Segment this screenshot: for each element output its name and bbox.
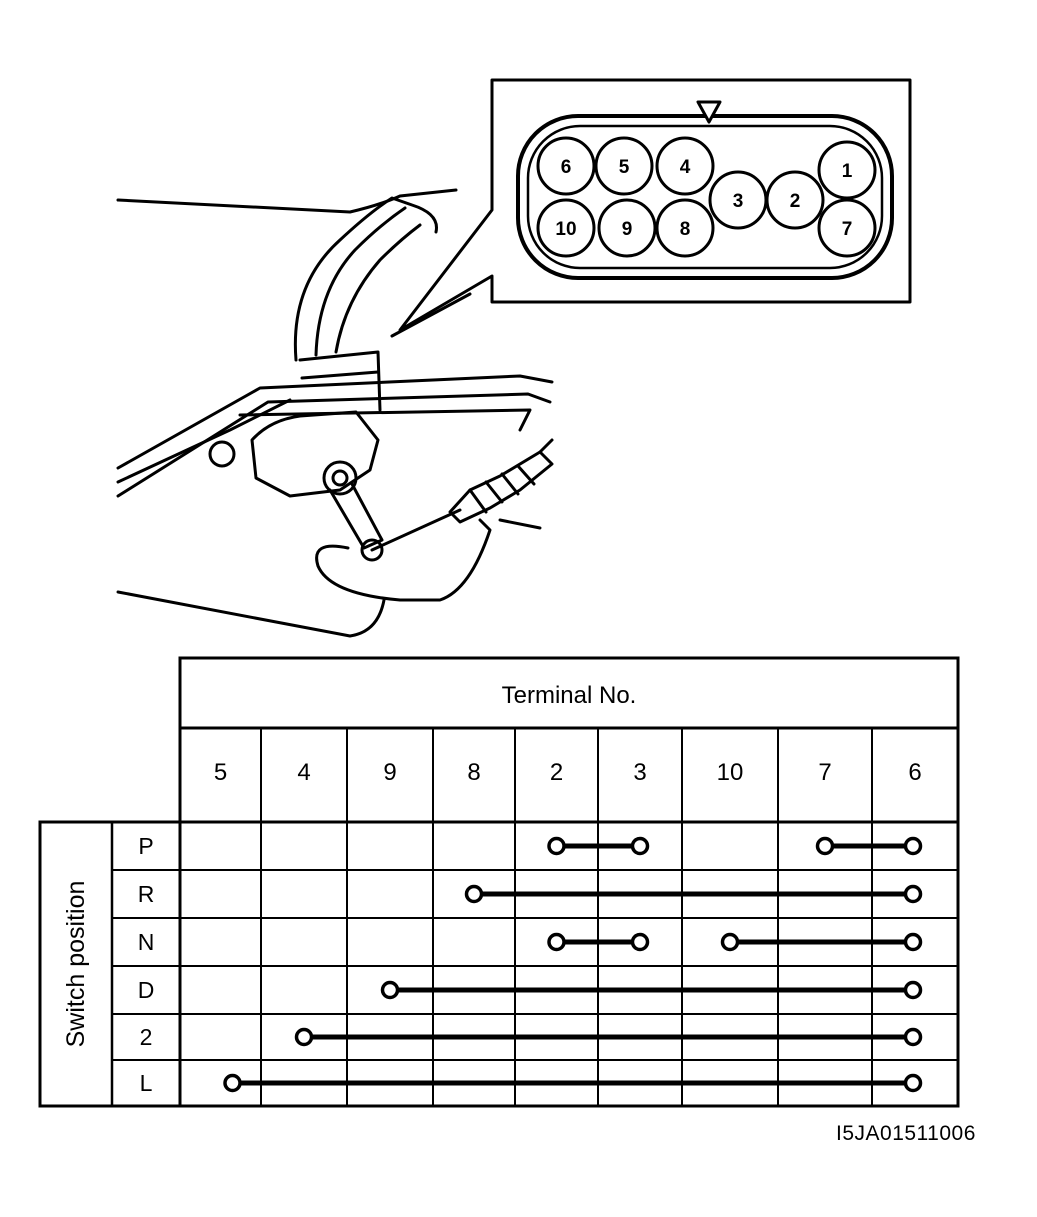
terminal-number: 4 — [297, 759, 310, 786]
position-label-2: 2 — [140, 1024, 153, 1050]
figure-code: I5JA01511006 — [836, 1122, 976, 1145]
connector-pin-1 — [817, 140, 877, 200]
connector-pin-label: 8 — [680, 219, 691, 240]
connector-pin-label: 1 — [842, 161, 853, 182]
table-header: Terminal No. — [502, 682, 637, 709]
continuity-terminal-dot — [903, 1073, 923, 1093]
shift-lever-outer — [293, 196, 438, 362]
terminal-number: 5 — [214, 759, 227, 786]
terminal-number: 6 — [908, 759, 921, 786]
connector-pin-5 — [594, 136, 654, 196]
switch-illustration: 6 5 4 10 9 8 3 2 1 7 — [116, 78, 912, 638]
rubber-boot — [448, 450, 554, 524]
linkage-rod — [370, 508, 462, 552]
connector-key-icon — [696, 100, 722, 124]
body-line-left — [116, 398, 292, 484]
continuity-terminal-dot — [223, 1073, 242, 1093]
connector-pin-4 — [655, 136, 715, 196]
connector-pin-7 — [817, 198, 877, 258]
connector-pin-6 — [536, 136, 596, 196]
connector-pin-8 — [655, 198, 715, 258]
continuity-terminal-dot — [464, 884, 484, 904]
connector-pin-label: 10 — [555, 219, 576, 240]
shift-lever-inner — [314, 206, 407, 357]
continuity-terminal-dot — [630, 932, 650, 952]
connector-pin-label: 4 — [680, 157, 691, 178]
connector-pin-9 — [597, 198, 657, 258]
connector-pin-label: 3 — [733, 191, 744, 212]
connector-pin-label: 5 — [619, 157, 630, 178]
control-arm — [328, 482, 384, 550]
connector-pin-label: 9 — [622, 219, 633, 240]
connector-pins: 6 5 4 10 9 8 3 2 1 7 — [536, 136, 877, 258]
continuity-terminal-dot — [294, 1027, 314, 1047]
terminal-number: 9 — [383, 759, 396, 786]
body-line-top — [116, 188, 458, 214]
switch-position-label: Switch position — [62, 881, 90, 1048]
connector-pin-10 — [536, 198, 596, 258]
continuity-terminal-dot — [903, 836, 923, 856]
linkage-loop — [315, 518, 492, 602]
continuity-terminal-dot — [903, 932, 923, 952]
body-line-lower — [116, 590, 386, 638]
terminal-number: 10 — [717, 759, 744, 786]
continuity-terminal-dot — [815, 836, 835, 856]
terminal-number: 7 — [818, 759, 831, 786]
position-label-R: R — [138, 881, 155, 907]
mount-bolt — [208, 440, 236, 468]
connector-pin-label: 6 — [561, 157, 572, 178]
continuity-terminal-dot — [903, 980, 923, 1000]
continuity-terminal-dot — [630, 836, 650, 856]
continuity-terminal-dot — [547, 836, 566, 856]
terminal-number: 8 — [467, 759, 480, 786]
connector-pin-label: 7 — [842, 219, 853, 240]
terminal-number: 3 — [633, 759, 646, 786]
continuity-terminal-dot — [903, 1027, 923, 1047]
position-label-D: D — [138, 977, 155, 1003]
position-label-P: P — [138, 833, 153, 859]
leader-line — [390, 292, 472, 338]
terminal-number: 2 — [550, 759, 563, 786]
position-label-L: L — [140, 1070, 153, 1096]
continuity-terminal-dot — [903, 884, 923, 904]
frame-rail-2 — [116, 392, 552, 498]
continuity-terminal-dot — [380, 980, 400, 1000]
connector-pin-label: 2 — [790, 191, 801, 212]
continuity-terminal-dot — [547, 932, 566, 952]
position-label-N: N — [138, 929, 155, 955]
shift-lever-edge — [334, 223, 422, 354]
frame-rail-1 — [116, 374, 554, 470]
continuity-terminal-dot — [720, 932, 740, 952]
connector-pin-2 — [765, 170, 825, 230]
